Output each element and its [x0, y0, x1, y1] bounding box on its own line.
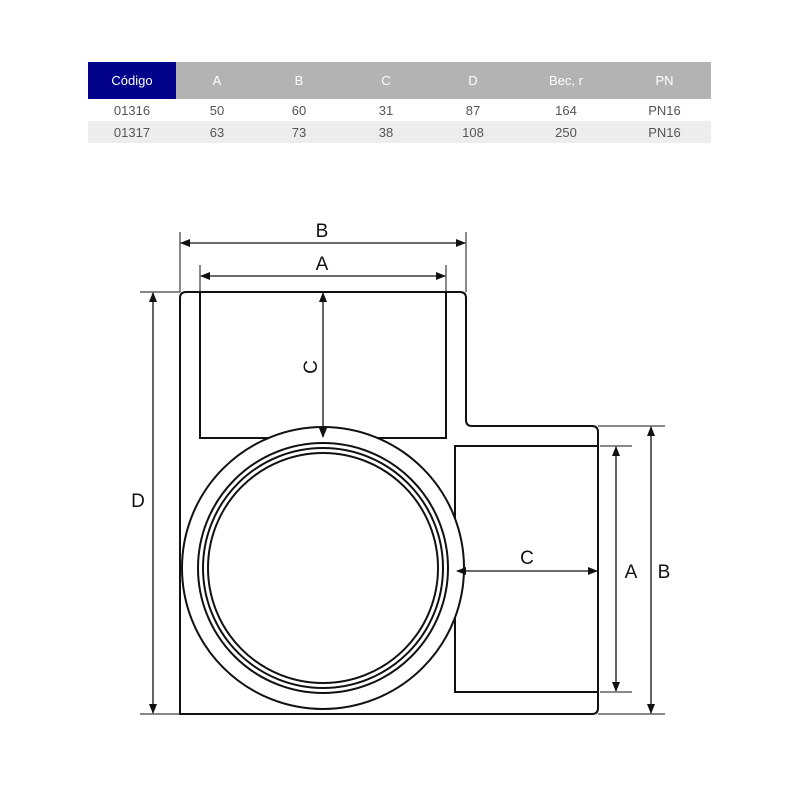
- header-d: D: [432, 62, 514, 99]
- header-pn: PN: [618, 62, 711, 99]
- header-a: A: [176, 62, 258, 99]
- label-top-c: C: [301, 360, 322, 374]
- cell: 50: [209, 102, 225, 118]
- label-left-d: D: [131, 491, 145, 512]
- cell: 63: [176, 121, 258, 143]
- table-row: 01316 50 60 31 87 164 PN16: [88, 99, 711, 121]
- cell: 164: [555, 102, 577, 118]
- cell: 87: [465, 102, 481, 118]
- fitting-outline: [179, 291, 599, 715]
- cell: 01317: [88, 121, 176, 143]
- cell: 60: [291, 102, 307, 118]
- cell: 73: [258, 121, 340, 143]
- label-top-a: A: [316, 254, 329, 275]
- table-row: 01317 63 73 38 108 250 PN16: [88, 121, 711, 143]
- header-bec: Bec, r: [514, 62, 618, 99]
- cell: PN16: [618, 121, 711, 143]
- cell: 01316: [113, 102, 151, 118]
- table-header-row: Código A B C D Bec, r PN: [88, 62, 711, 99]
- cell: 38: [340, 121, 432, 143]
- label-right-b: B: [658, 562, 671, 583]
- header-b: B: [258, 62, 340, 99]
- label-top-b: B: [316, 221, 329, 242]
- label-right-c: C: [520, 548, 534, 569]
- label-right-a: A: [625, 562, 638, 583]
- cell: 108: [432, 121, 514, 143]
- header-codigo: Código: [88, 62, 176, 99]
- header-c: C: [340, 62, 432, 99]
- dimension-arrows: [149, 239, 655, 714]
- dimensions-table: Código A B C D Bec, r PN 01316 50 60 31 …: [88, 62, 711, 143]
- cell: 250: [514, 121, 618, 143]
- cell: 31: [378, 102, 394, 118]
- cell: PN16: [648, 102, 681, 118]
